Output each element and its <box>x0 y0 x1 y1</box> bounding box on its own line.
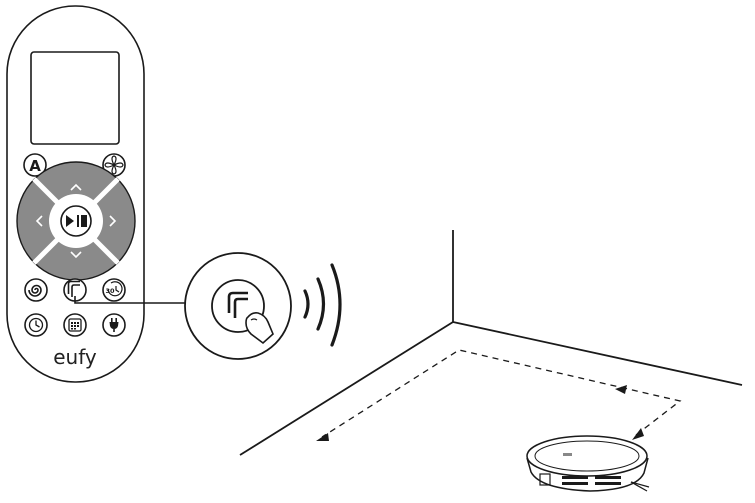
arrow-down-left-icon <box>316 433 329 441</box>
auto-button[interactable]: A <box>23 153 47 177</box>
fan-icon <box>104 155 124 175</box>
play-pause-button[interactable] <box>60 205 92 237</box>
schedule-button[interactable] <box>63 313 87 337</box>
floor-edge-left <box>239 321 454 456</box>
chevron-down-icon <box>70 251 82 259</box>
clock-button[interactable] <box>24 313 48 337</box>
plug-icon <box>109 318 119 332</box>
down-button[interactable] <box>70 251 82 259</box>
remote-screen <box>30 51 120 145</box>
arrow-left-icon <box>615 385 627 394</box>
timer-30-label: 30 <box>105 287 115 295</box>
clock-icon <box>28 317 44 333</box>
charge-button[interactable] <box>102 313 126 337</box>
bumper-vents <box>562 476 621 485</box>
spiral-icon <box>28 284 42 297</box>
chevron-up-icon <box>70 183 82 191</box>
up-button[interactable] <box>70 183 82 191</box>
side-brush-icon <box>630 481 650 492</box>
signal-waves-icon <box>303 263 342 347</box>
chevron-left-icon <box>35 215 43 227</box>
direction-pad <box>16 161 136 281</box>
edge-button-callout <box>184 252 292 360</box>
callout-connector <box>74 296 185 304</box>
floor-edge-right <box>452 321 743 386</box>
chevron-right-icon <box>109 215 117 227</box>
remote-control: A <box>6 5 185 383</box>
pressing-finger-icon <box>245 312 274 345</box>
robot-vacuum <box>526 435 650 492</box>
edge-cleaning-icon <box>227 291 248 318</box>
arrow-up-icon <box>632 428 644 440</box>
calendar-icon <box>68 318 82 332</box>
room-corner <box>239 230 743 456</box>
right-button[interactable] <box>109 215 117 227</box>
brand-logo: eufy <box>53 345 97 369</box>
timer-30-button[interactable]: 30 <box>102 278 126 302</box>
auto-label: A <box>29 157 41 175</box>
cleaning-path <box>321 349 682 438</box>
spot-button[interactable] <box>24 278 48 302</box>
edge-cleaning-icon <box>67 280 80 297</box>
play-pause-icon <box>66 215 87 227</box>
clock-arrow-icon <box>107 281 123 297</box>
left-button[interactable] <box>35 215 43 227</box>
suction-button[interactable] <box>102 153 126 177</box>
path-arrows <box>316 385 644 441</box>
